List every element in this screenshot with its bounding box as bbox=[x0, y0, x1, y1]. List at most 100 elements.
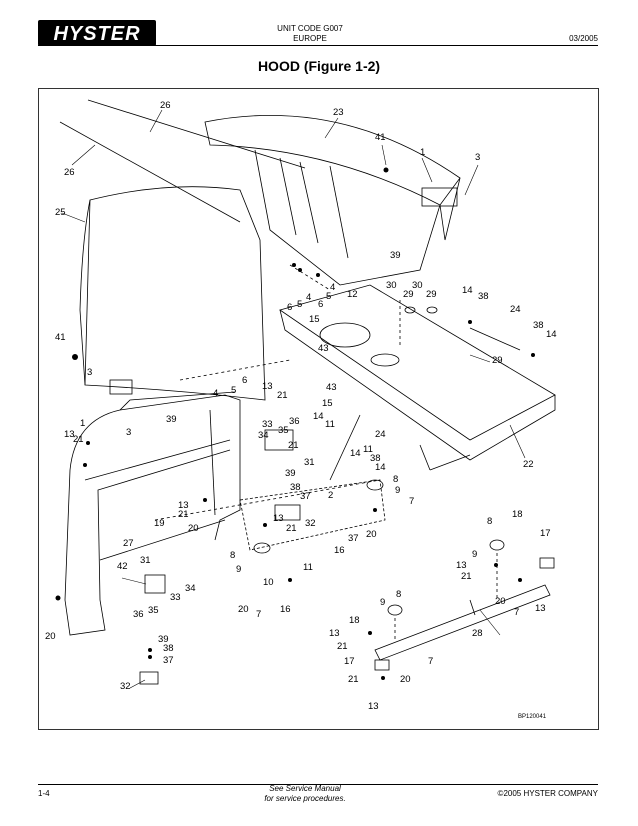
callout: 28 bbox=[472, 628, 483, 639]
callout: 1 bbox=[80, 418, 85, 429]
callout: 13 bbox=[535, 603, 546, 614]
callout: 13 bbox=[178, 500, 189, 511]
callout: 25 bbox=[55, 207, 66, 218]
callout: 37 bbox=[300, 491, 311, 502]
callout: 30 bbox=[386, 280, 397, 291]
callout: 38 bbox=[163, 643, 174, 654]
callout: 19 bbox=[154, 518, 165, 529]
callout: 43 bbox=[326, 382, 337, 393]
callout: 24 bbox=[375, 429, 386, 440]
copyright: ©2005 HYSTER COMPANY bbox=[497, 789, 598, 798]
callout: 32 bbox=[305, 518, 316, 529]
callout: 13 bbox=[456, 560, 467, 571]
callout: 13 bbox=[64, 429, 75, 440]
callout: 20 bbox=[366, 529, 377, 540]
callout: 14 bbox=[462, 285, 473, 296]
hood-exploded-diagram: 26 26 23 25 41 1 3 39 30 29 30 29 14 38 … bbox=[45, 99, 557, 712]
callout: 2 bbox=[328, 490, 333, 501]
callout: 18 bbox=[512, 509, 523, 520]
callout: 3 bbox=[126, 427, 131, 438]
callout: 29 bbox=[403, 289, 414, 300]
callout: 35 bbox=[278, 425, 289, 436]
service-note-line1: See Service Manual bbox=[269, 784, 341, 793]
callout: 41 bbox=[375, 132, 386, 143]
callout: 20 bbox=[400, 674, 411, 685]
callout: 11 bbox=[325, 419, 335, 430]
callout: 8 bbox=[230, 550, 235, 561]
callout: 5 bbox=[297, 299, 302, 310]
callout: 13 bbox=[329, 628, 340, 639]
callout: 21 bbox=[178, 509, 189, 520]
callout: 37 bbox=[163, 655, 174, 666]
callout: 35 bbox=[148, 605, 159, 616]
callout: 15 bbox=[309, 314, 320, 325]
callout: 7 bbox=[409, 496, 414, 507]
callout: 27 bbox=[123, 538, 134, 549]
callout: 18 bbox=[349, 615, 360, 626]
callout: 30 bbox=[412, 280, 423, 291]
callout: 38 bbox=[290, 482, 301, 493]
callout: 21 bbox=[286, 523, 297, 534]
callout: 21 bbox=[337, 641, 348, 652]
callout: 10 bbox=[263, 577, 274, 588]
callout: 14 bbox=[546, 329, 557, 340]
callout: 14 bbox=[350, 448, 361, 459]
callout: 11 bbox=[303, 562, 313, 573]
callout: 16 bbox=[280, 604, 291, 615]
callout: 9 bbox=[380, 597, 385, 608]
callout: 21 bbox=[73, 434, 84, 445]
callout: 38 bbox=[370, 453, 381, 464]
callout: 4 bbox=[306, 292, 311, 303]
callout: 24 bbox=[510, 304, 521, 315]
callout: 21 bbox=[277, 390, 288, 401]
callout: 39 bbox=[166, 414, 177, 425]
callout: 36 bbox=[289, 416, 300, 427]
callout: 6 bbox=[318, 299, 323, 310]
callout: 16 bbox=[334, 545, 345, 556]
hyster-logo: HYSTER bbox=[38, 20, 156, 46]
callout: 21 bbox=[461, 571, 472, 582]
callout: 38 bbox=[533, 320, 544, 331]
callout: 13 bbox=[262, 381, 273, 392]
callout: 3 bbox=[87, 367, 92, 378]
callout: 42 bbox=[117, 561, 128, 572]
callout: 21 bbox=[348, 674, 359, 685]
callout: 14 bbox=[375, 462, 386, 473]
callout: 5 bbox=[231, 385, 236, 396]
callout: 37 bbox=[348, 533, 359, 544]
callout: 39 bbox=[158, 634, 169, 645]
callout: 15 bbox=[322, 398, 333, 409]
figure-reference: BP120041 bbox=[518, 714, 547, 720]
callout: 29 bbox=[426, 289, 437, 300]
callout: 32 bbox=[120, 681, 131, 692]
callout: 34 bbox=[258, 430, 269, 441]
callout: 7 bbox=[514, 607, 519, 618]
callout: 33 bbox=[170, 592, 181, 603]
callout: 38 bbox=[478, 291, 489, 302]
service-note-line2: for service procedures. bbox=[264, 794, 346, 803]
callout: 36 bbox=[133, 609, 144, 620]
callout: 5 bbox=[326, 291, 331, 302]
callout: 7 bbox=[256, 609, 261, 620]
callout: 29 bbox=[492, 355, 503, 366]
callout: 34 bbox=[185, 583, 196, 594]
callout: 13 bbox=[273, 513, 284, 524]
figure-frame bbox=[38, 88, 599, 730]
callout: 14 bbox=[313, 411, 324, 422]
callout: 4 bbox=[213, 388, 218, 399]
date: 03/2005 bbox=[569, 34, 598, 43]
callout: 4 bbox=[330, 282, 335, 293]
callout: 41 bbox=[55, 332, 66, 343]
callout: 1 bbox=[420, 147, 425, 158]
callout: 7 bbox=[428, 656, 433, 667]
callout: 6 bbox=[287, 302, 292, 313]
callout: 6 bbox=[242, 375, 247, 386]
svg-text:HYSTER: HYSTER bbox=[53, 23, 140, 45]
callout: 9 bbox=[236, 564, 241, 575]
callout: 17 bbox=[344, 656, 355, 667]
callout: 11 bbox=[363, 444, 373, 455]
callout: 17 bbox=[540, 528, 551, 539]
callout: 9 bbox=[472, 549, 477, 560]
page-number: 1-4 bbox=[38, 789, 50, 798]
callout: 33 bbox=[262, 419, 273, 430]
